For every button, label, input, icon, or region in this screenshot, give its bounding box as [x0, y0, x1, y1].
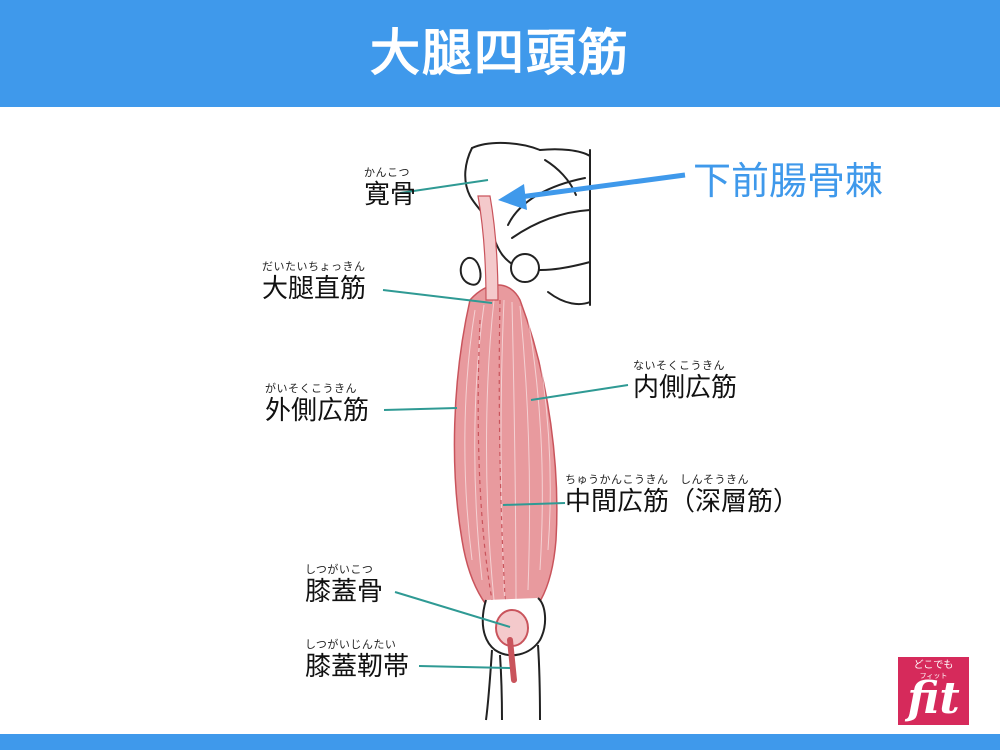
label-vastus-medialis: ないそくこうきん 内側広筋: [633, 357, 737, 403]
label-ruby: しつがいじんたい: [305, 638, 397, 651]
femur-head: [459, 253, 540, 286]
label-text: 膝蓋靭帯: [305, 652, 410, 682]
fit-logo: どこでも フィット fit: [898, 657, 969, 725]
page-title: 大腿四頭筋: [370, 24, 630, 82]
logo-sub-text: フィット: [919, 672, 948, 680]
label-ruby: ちゅうかんこうきん しんそうきん: [565, 473, 749, 486]
label-text: 中間広筋（深層筋）: [565, 487, 800, 517]
logo-top-text: どこでも: [913, 660, 954, 671]
label-ruby: がいそくこうきん: [265, 382, 357, 395]
label-patella: しつがいこつ 膝蓋骨: [305, 561, 383, 607]
label-vastus-lateralis: がいそくこうきん 外側広筋: [265, 380, 369, 426]
header-bar: 大腿四頭筋: [0, 0, 1000, 107]
label-ilium: かんこつ 寛骨: [364, 164, 416, 210]
annotation-arrow: [498, 172, 686, 210]
quadriceps-muscle: [453, 195, 558, 623]
label-ruby: ないそくこうきん: [633, 359, 725, 372]
label-text: 内側広筋: [633, 373, 738, 403]
label-text: 外側広筋: [265, 396, 370, 426]
logo-main-text: fit: [907, 673, 960, 724]
label-ruby: だいたいちょっきん: [262, 260, 366, 273]
label-patellar-ligament: しつがいじんたい 膝蓋靭帯: [305, 636, 409, 682]
leader-lines: [382, 179, 629, 669]
label-ruby: しつがいこつ: [305, 563, 374, 576]
annotation-label: 下前腸骨棘: [693, 159, 884, 203]
label-text: 大腿直筋: [262, 274, 367, 304]
label-rectus-femoris: だいたいちょっきん 大腿直筋: [262, 258, 366, 304]
label-ruby: かんこつ: [364, 166, 410, 179]
knee-bones: [481, 597, 546, 721]
label-text: 膝蓋骨: [305, 577, 384, 607]
footer-bar: [0, 734, 1000, 750]
label-text: 寛骨: [364, 180, 417, 210]
label-vastus-intermedius: ちゅうかんこうきん しんそうきん 中間広筋（深層筋）: [565, 471, 799, 517]
